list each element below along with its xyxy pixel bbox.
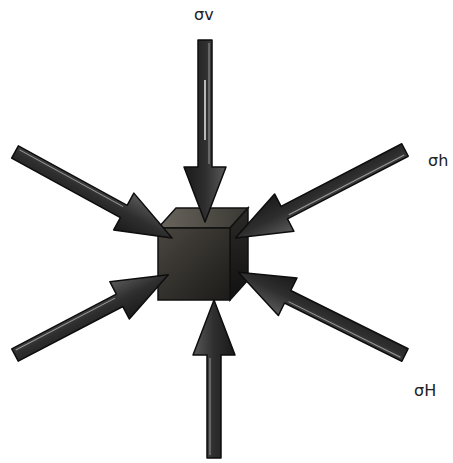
rock-cube (158, 208, 248, 300)
stress-label: σh (428, 152, 448, 170)
arrow-upper-left (5, 134, 182, 257)
arrow-top (184, 40, 226, 222)
arrow-bottom (193, 300, 235, 458)
stress-label: σH (414, 382, 436, 400)
stress-label: σv (194, 6, 214, 24)
arrow-upper-right (226, 131, 415, 256)
arrow-lower-right (229, 253, 414, 373)
stress-arrows (5, 40, 415, 458)
arrow-lower-left (5, 256, 178, 373)
